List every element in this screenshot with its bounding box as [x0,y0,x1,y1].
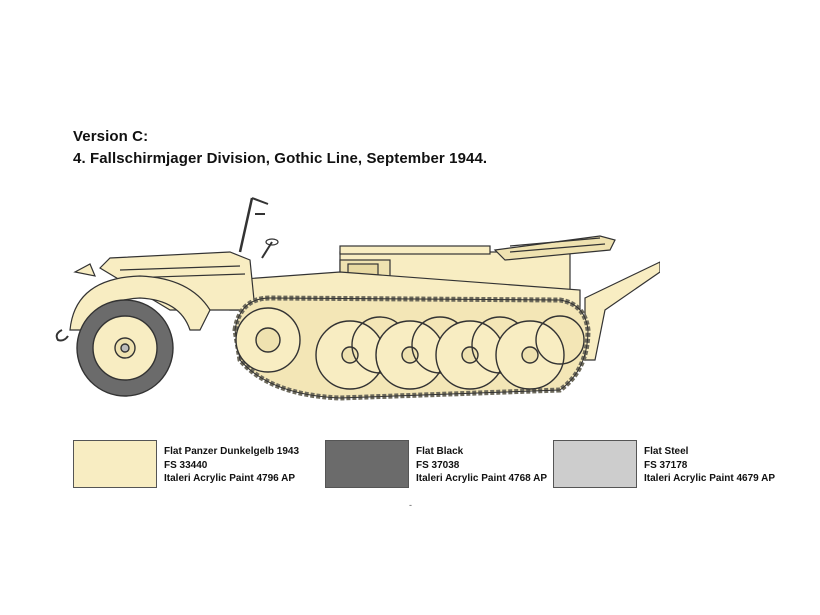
paint-name: Flat Panzer Dunkelgelb 1943 [164,446,300,457]
paint-fs-code: FS 37178 [644,459,688,471]
paint-name: Flat Black [416,446,464,457]
footer-mark: - [409,500,412,510]
front-wheel [76,299,174,397]
swatch-flat-steel [553,440,637,488]
paint-legend-flat-steel: Flat Steel FS 37178 Italeri Acrylic Pain… [644,445,775,486]
paint-legend-dunkelgelb: Flat Panzer Dunkelgelb 1943 FS 33440 Ita… [164,445,299,486]
swatch-dunkelgelb [73,440,157,488]
paint-legend-flat-black: Flat Black FS 37038 Italeri Acrylic Pain… [416,445,547,486]
paint-fs-code: FS 37038 [416,459,460,471]
unit-subtitle: 4. Fallschirmjager Division, Gothic Line… [73,150,488,167]
road-wheels [235,307,585,390]
swatch-flat-black [325,440,409,488]
halftrack-illustration [55,197,660,401]
paint-fs-code: FS 33440 [164,459,208,471]
paint-product-code: Italeri Acrylic Paint 4796 AP [164,473,295,484]
version-heading: Version C: [73,128,149,145]
paint-name: Flat Steel [644,446,689,457]
paint-product-code: Italeri Acrylic Paint 4768 AP [416,473,547,484]
paint-product-code: Italeri Acrylic Paint 4679 AP [644,473,775,484]
